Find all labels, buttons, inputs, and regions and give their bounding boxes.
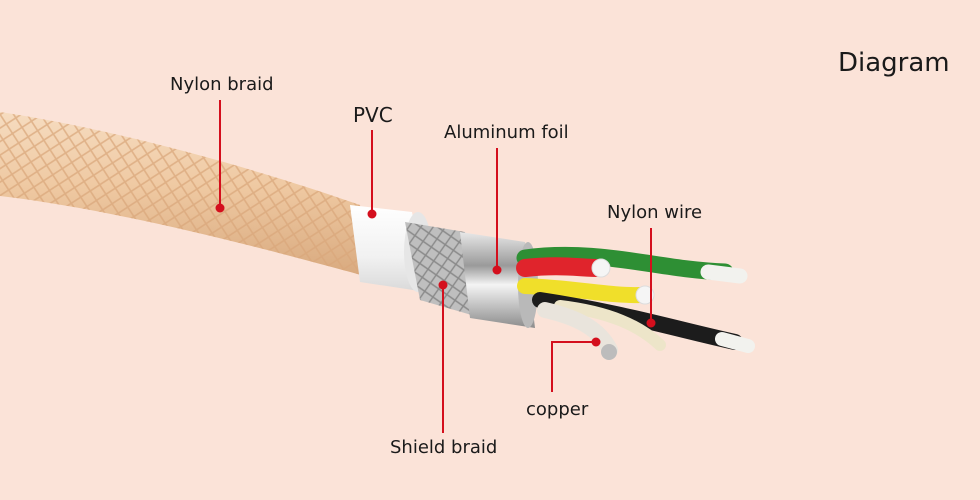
label-copper: copper	[526, 399, 589, 420]
nylon-braid-dot	[215, 203, 225, 213]
label-aluminum-foil: Aluminum foil	[444, 122, 569, 143]
label-nylon-wire: Nylon wire	[607, 202, 703, 223]
copper-dot	[591, 337, 601, 347]
shield-braid	[405, 222, 475, 316]
pvc-dot	[367, 209, 377, 219]
aluminum-foil-dot	[492, 265, 502, 275]
nylon-braid-jacket	[0, 112, 372, 278]
inner-wires	[516, 246, 755, 360]
diagram-title: Diagram	[838, 48, 950, 78]
leader-lines	[219, 100, 652, 433]
nylon-wire-dot	[646, 318, 656, 328]
shield-braid-dot	[438, 280, 448, 290]
label-shield-braid: Shield braid	[390, 437, 498, 458]
label-nylon-braid: Nylon braid	[170, 74, 274, 95]
leader-dots	[215, 203, 656, 347]
label-pvc: PVC	[353, 103, 393, 127]
